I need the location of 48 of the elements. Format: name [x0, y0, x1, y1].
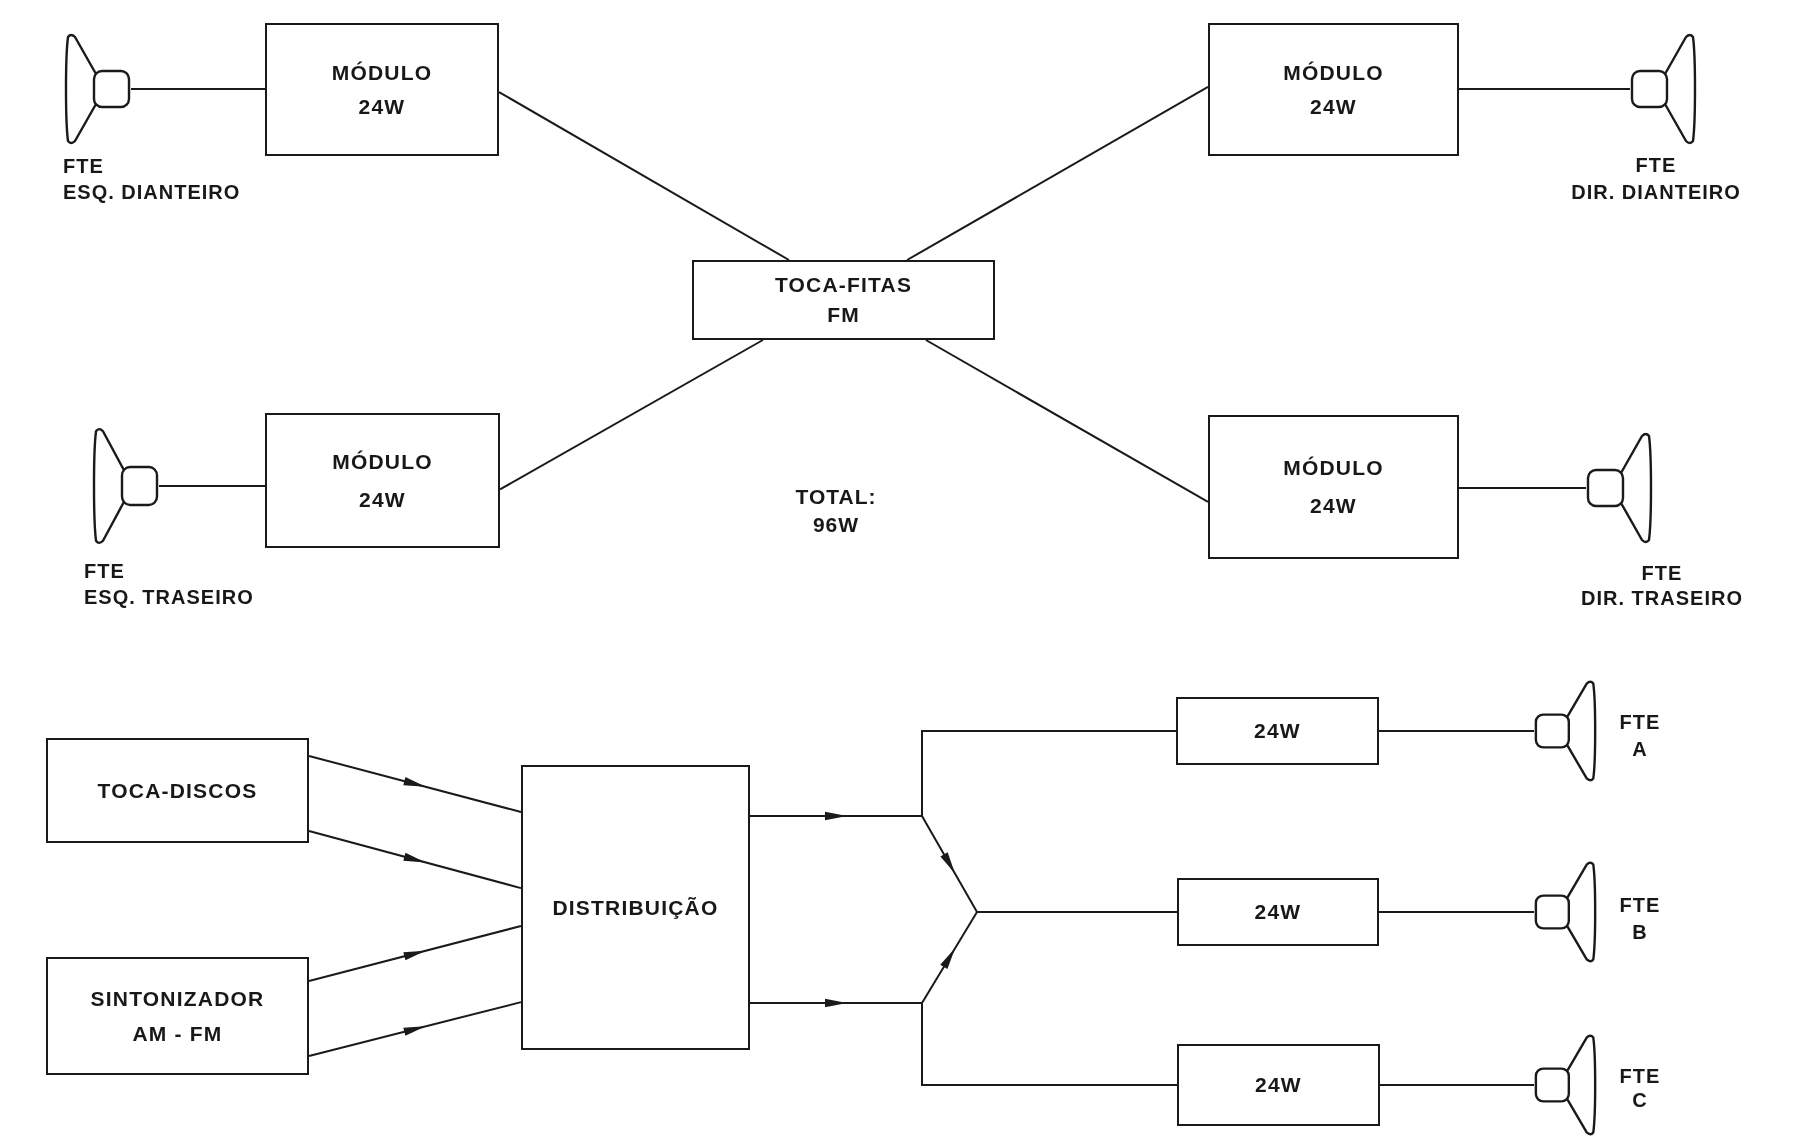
block-box: 24W: [1176, 697, 1379, 765]
block-box: 24W: [1177, 1044, 1380, 1126]
connector-line: [1378, 911, 1535, 913]
block-box: 24W: [1177, 878, 1379, 946]
arrow: [308, 754, 522, 814]
block-box: TOCA-FITAS FM: [692, 260, 995, 340]
connector-line: [130, 87, 266, 90]
connector-line: [1379, 1084, 1535, 1086]
block-box: TOCA-DISCOS: [46, 738, 309, 843]
arrow: [921, 911, 978, 1004]
connector-line: [976, 911, 1178, 913]
speaker-label: FTE ESQ. TRASEIRO: [84, 559, 254, 610]
connector-line: [498, 91, 790, 261]
arrow: [749, 998, 923, 1008]
arrow: [749, 811, 923, 821]
block-box: DISTRIBUIÇÃO: [521, 765, 750, 1050]
arrow: [308, 925, 522, 982]
speaker-label: FTE C: [1619, 1064, 1661, 1112]
block-box: MÓDULO 24W: [1208, 23, 1459, 156]
connector-line: [921, 730, 1177, 817]
speaker-icon: [1534, 679, 1598, 783]
speaker-label: FTE B: [1619, 893, 1661, 945]
connector-line: [499, 339, 764, 491]
speaker-label: FTE DIR. DIANTEIRO: [1571, 153, 1741, 205]
connector-line: [1458, 487, 1587, 489]
connector-line: [1458, 87, 1631, 90]
arrow: [308, 1001, 522, 1057]
connector-line: [924, 339, 1209, 503]
speaker-label: FTE ESQ. DIANTEIRO: [63, 154, 241, 205]
arrow: [308, 830, 522, 890]
block-box: MÓDULO 24W: [1208, 415, 1459, 559]
speaker-icon: [1534, 860, 1598, 964]
speaker-icon: [63, 32, 131, 146]
block-box: MÓDULO 24W: [265, 23, 499, 156]
speaker-icon: [91, 426, 159, 546]
block-box: MÓDULO 24W: [265, 413, 500, 548]
connector-line: [921, 1002, 1178, 1086]
connector-line: [158, 485, 266, 488]
speaker-icon: [1630, 32, 1698, 146]
speaker-label: FTE A: [1619, 710, 1661, 762]
speaker-label: FTE DIR. TRASEIRO: [1581, 561, 1743, 611]
arrow: [921, 815, 978, 913]
connector-line: [1378, 730, 1535, 732]
block-box: SINTONIZADOR AM - FM: [46, 957, 309, 1075]
connector-line: [906, 85, 1209, 261]
note-text: TOTAL: 96W: [795, 484, 877, 538]
speaker-icon: [1534, 1033, 1598, 1137]
speaker-icon: [1586, 431, 1654, 545]
